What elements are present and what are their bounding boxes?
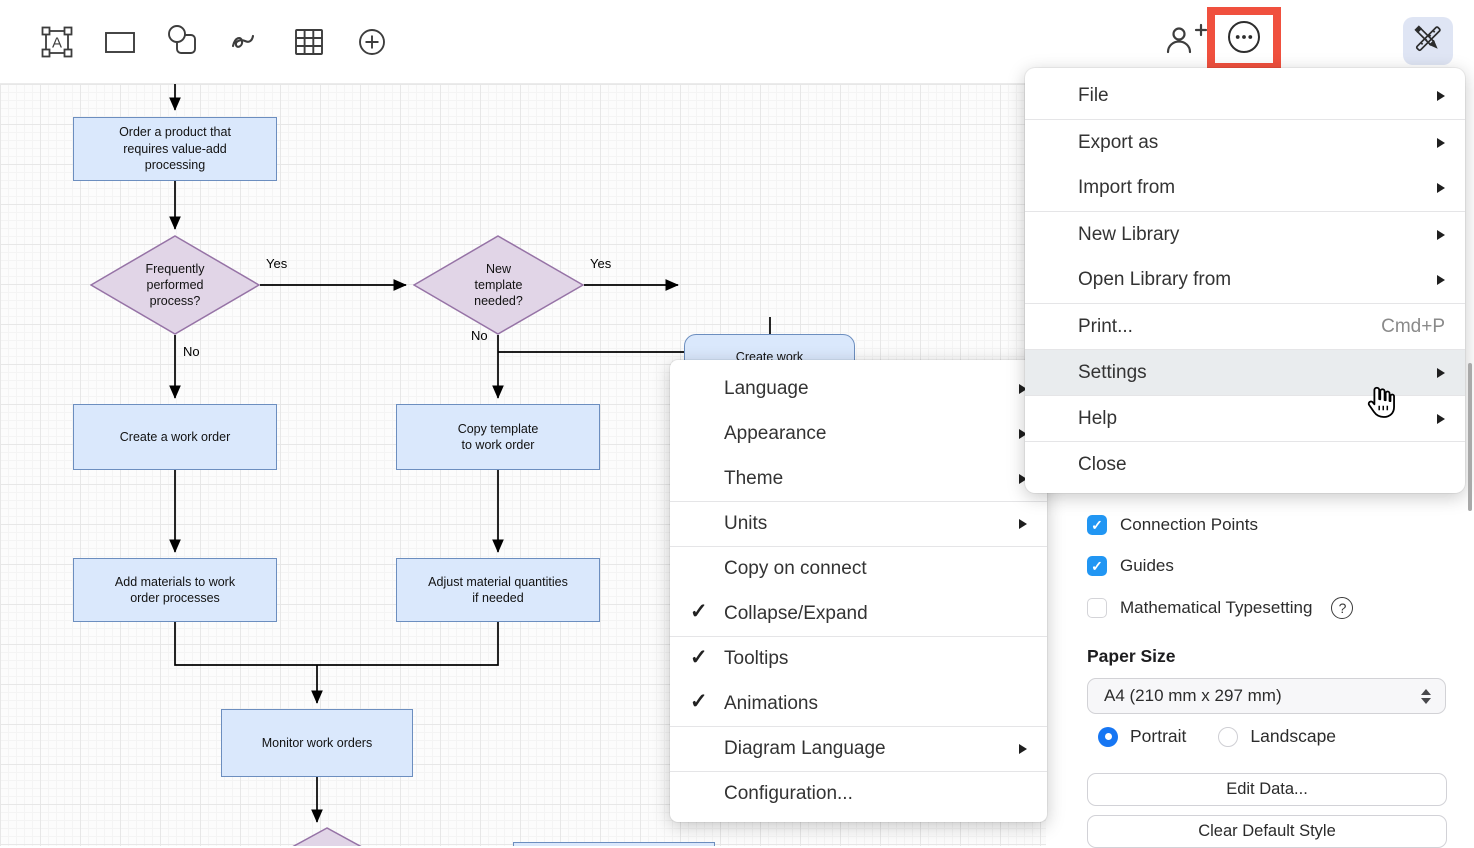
print-shortcut: Cmd+P [1381,315,1445,337]
menu-item-open-library-from[interactable]: Open Library from [1025,257,1465,303]
plus-circle-icon [353,23,391,61]
flow-decision-new-template[interactable]: New template needed? [413,235,584,335]
menu-arrow-icon [1437,229,1445,240]
flow-decision-partial [292,827,362,846]
menu-item-print[interactable]: Print...Cmd+P [1025,303,1465,349]
table-icon [290,23,328,61]
insert-tool-button[interactable] [353,23,391,61]
select-stepper-icon [1421,688,1431,704]
submenu-arrow-icon [1019,744,1027,754]
menu-item-file[interactable]: File [1025,73,1465,119]
edge-label-yes-1: Yes [266,256,288,271]
text-shape-tool-button[interactable]: A [38,23,76,61]
menu-arrow-icon [1437,137,1445,148]
freehand-tool-button[interactable] [227,23,265,61]
pencil-ruler-icon [1409,20,1447,63]
more-options-button[interactable] [1222,15,1266,64]
svg-text:A: A [52,35,62,52]
submenu-arrow-icon [1019,519,1027,529]
clear-default-style-button[interactable]: Clear Default Style [1087,815,1447,848]
edge-label-no-1: No [183,344,200,359]
sketch-mode-button[interactable] [1403,17,1453,65]
edge-label-yes-2: Yes [590,256,612,271]
hand-cursor-icon [1363,384,1399,425]
checkmark-icon: ✓ [690,600,708,623]
math-typesetting-label: Mathematical Typesetting [1120,598,1313,617]
menu-item-import-from[interactable]: Import from [1025,165,1465,211]
menu-item-new-library[interactable]: New Library [1025,211,1465,257]
menu-arrow-icon [1437,91,1445,101]
submenu-item-collapse-expand[interactable]: ✓Collapse/Expand [690,600,868,624]
shape-icon [164,23,202,61]
paper-size-value: A4 (210 mm x 297 mm) [1104,686,1282,705]
paper-size-select[interactable]: A4 (210 mm x 297 mm) [1087,678,1446,714]
flow-node-monitor[interactable]: Monitor work orders [221,709,413,777]
landscape-radio[interactable] [1218,726,1239,747]
edge-label-no-2: No [471,328,488,343]
submenu-item-tooltips[interactable]: ✓Tooltips [670,636,1047,681]
flow-node-order-product[interactable]: Order a product that requires value-add … [73,117,277,181]
guides-checkbox[interactable]: ✓ [1087,556,1107,576]
help-question-icon[interactable]: ? [1331,597,1354,619]
table-tool-button[interactable] [290,23,328,61]
submenu-item-appearance[interactable]: Appearance [670,411,1047,456]
more-options-highlight-box [1207,7,1281,71]
flow-node-add-materials[interactable]: Add materials to work order processes [73,558,277,622]
menu-arrow-icon [1437,367,1445,378]
submenu-item-configuration[interactable]: Configuration... [670,771,1047,816]
menu-item-settings[interactable]: Settings [1025,349,1465,395]
rectangle-tool-button[interactable] [101,23,139,61]
flow-node-create-work-order[interactable]: Create a work order [73,404,277,470]
connection-points-checkbox[interactable]: ✓ [1087,515,1107,535]
panel-scrollbar[interactable] [1468,363,1472,511]
portrait-label: Portrait [1130,726,1187,746]
paper-size-label: Paper Size [1087,646,1176,666]
flow-node-copy-template[interactable]: Copy template to work order [396,404,600,470]
settings-submenu: Language Appearance Theme Units Copy on … [670,360,1047,822]
submenu-item-theme[interactable]: Theme [670,456,1047,501]
submenu-item-diagram-language[interactable]: Diagram Language [670,726,1047,771]
flow-node-partial[interactable] [513,842,715,846]
menu-arrow-icon [1437,275,1445,285]
person-add-icon [1163,22,1209,63]
edit-data-button[interactable]: Edit Data... [1087,773,1447,806]
menu-item-close[interactable]: Close [1025,441,1465,487]
more-options-menu: File Export as Import from New Library O… [1025,68,1465,493]
share-button[interactable] [1162,22,1210,62]
submenu-arrow-icon [1019,428,1027,439]
menu-item-export-as[interactable]: Export as [1025,119,1465,165]
submenu-item-animations[interactable]: ✓Animations [690,690,818,714]
flow-connectors [169,84,771,846]
landscape-label: Landscape [1250,726,1337,746]
text-shape-icon: A [38,23,76,61]
portrait-radio[interactable] [1098,726,1118,747]
checkmark-icon: ✓ [690,646,708,669]
menu-arrow-icon [1437,183,1445,193]
submenu-item-language[interactable]: Language [670,366,1047,411]
submenu-arrow-icon [1019,383,1027,394]
flow-decision-frequently-performed[interactable]: Frequently performed process? [90,235,260,335]
connection-points-label: Connection Points [1120,515,1258,534]
submenu-item-units[interactable]: Units [670,501,1047,546]
math-typesetting-checkbox[interactable] [1087,598,1107,618]
flow-node-adjust-quantities[interactable]: Adjust material quantities if needed [396,558,600,622]
shape-tool-button[interactable] [164,23,202,61]
submenu-arrow-icon [1019,473,1027,484]
menu-arrow-icon [1437,413,1445,424]
submenu-item-copy-on-connect[interactable]: Copy on connect [670,546,1047,591]
freehand-icon [228,24,264,60]
guides-label: Guides [1120,556,1174,575]
menu-item-help[interactable]: Help [1025,395,1465,441]
rectangle-icon [101,23,139,61]
checkmark-icon: ✓ [690,690,708,713]
